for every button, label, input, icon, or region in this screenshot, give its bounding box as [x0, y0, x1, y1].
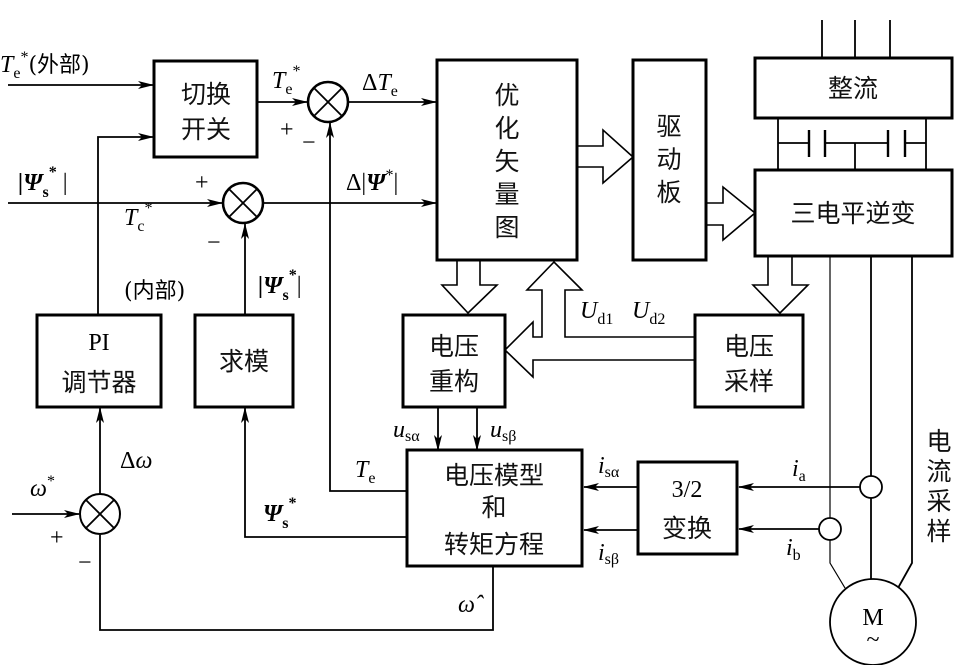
label-omega-ref: ω* — [30, 473, 55, 502]
voltage-sampling-block[interactable]: 电压 采样 — [693, 313, 805, 409]
model-label-2: 和 — [481, 493, 506, 522]
current-sampling-char: 流 — [926, 457, 951, 486]
current-sensor-a — [859, 475, 883, 499]
voltage-sample-label-2: 采样 — [724, 367, 774, 396]
wire-omega-hat — [99, 535, 494, 631]
label-flux-vector: Ψs* — [263, 495, 296, 532]
wire-tc-ref — [97, 133, 154, 315]
label-flux-magnitude: |Ψs*| — [258, 267, 302, 304]
minus-sign: − — [302, 130, 316, 156]
label-te-ref: Te* — [272, 63, 300, 98]
model-label-3: 转矩方程 — [444, 530, 544, 559]
driver-char: 驱 — [656, 112, 681, 141]
label-ud1: Ud1 — [580, 298, 613, 328]
bus-arrow-optimize-to-driver — [576, 128, 635, 185]
driver-char: 板 — [656, 178, 681, 207]
switch-block[interactable]: 切换 开关 — [152, 59, 259, 159]
switch-label-1: 切换 — [181, 80, 231, 109]
current-sampling-char: 采 — [926, 487, 951, 516]
label-delta-omega: Δω — [120, 448, 152, 474]
bus-arrow-driver-to-inverter — [705, 185, 757, 242]
voltage-sample-label-1: 电压 — [724, 332, 774, 361]
voltage-model-torque-block[interactable]: 电压模型 和 转矩方程 — [405, 448, 584, 568]
voltage-recon-label-1: 电压 — [429, 332, 479, 361]
transform-label-1: 3/2 — [672, 477, 703, 503]
modulus-block[interactable]: 求模 — [193, 313, 295, 409]
label-omega-hat: ω̂ — [458, 592, 484, 618]
motor-lead-c — [897, 256, 913, 589]
driver-board-block[interactable]: 驱 动 板 — [631, 58, 708, 262]
capacitor-bank — [777, 118, 927, 170]
wires — [8, 20, 927, 631]
motor[interactable]: M ~ — [829, 578, 917, 665]
current-sensor-b — [818, 517, 842, 541]
switch-label-2: 开关 — [181, 115, 231, 144]
bus-arrows — [440, 128, 810, 379]
torque-summing-junction — [306, 80, 350, 124]
pi-sublabel: 调节器 — [61, 368, 136, 397]
minus-sign: − — [207, 230, 221, 256]
bus-arrow-inverter-to-sample — [751, 255, 810, 315]
label-internal-note: (内部) — [124, 279, 185, 304]
pi-controller-block[interactable]: PI 调节器 — [35, 313, 163, 409]
motor-lead-b — [829, 256, 846, 589]
current-sampling-char: 样 — [926, 517, 951, 546]
voltage-recon-label-2: 重构 — [429, 367, 479, 396]
current-sampling-char: 电 — [926, 427, 951, 456]
label-flux-ref: |Ψs* | — [18, 164, 68, 201]
flux-summing-junction — [221, 181, 265, 225]
bus-arrow-sample-to-recon-and-optimize — [503, 260, 696, 379]
wire-flux-feedback — [241, 407, 407, 538]
plus-sign: + — [195, 170, 209, 196]
optimize-char: 矢 — [494, 147, 519, 176]
label-ud2: Ud2 — [632, 298, 665, 328]
label-te: Te — [355, 457, 375, 487]
rectifier-block[interactable]: 整流 — [753, 56, 954, 120]
label-delta-te: ΔTe — [362, 70, 398, 100]
minus-sign: − — [78, 550, 92, 576]
voltage-reconstruction-block[interactable]: 电压 重构 — [401, 313, 507, 409]
label-is-alpha: isα — [598, 453, 620, 481]
optimize-char: 优 — [494, 81, 519, 110]
plus-sign: + — [280, 117, 294, 143]
motor-ac-symbol: ~ — [867, 627, 880, 653]
label-is-beta: isβ — [598, 540, 619, 568]
label-delta-flux: Δ|Ψ*| — [346, 167, 398, 196]
optimize-vector-block[interactable]: 优 化 矢 量 图 — [435, 58, 579, 262]
driver-char: 动 — [656, 145, 681, 174]
modulus-label: 求模 — [219, 347, 269, 376]
transform-label-2: 变换 — [662, 514, 712, 543]
inverter-block[interactable]: 三电平逆变 — [753, 168, 954, 258]
rectifier-label: 整流 — [828, 74, 878, 103]
speed-summing-junction — [79, 493, 121, 535]
pi-label: PI — [88, 330, 109, 356]
label-ia: ia — [792, 456, 806, 485]
transform-32-block[interactable]: 3/2 变换 — [636, 460, 739, 556]
label-ib: ib — [786, 535, 801, 564]
bus-arrow-optimize-to-recon — [440, 259, 499, 315]
optimize-char: 图 — [494, 213, 519, 242]
optimize-char: 量 — [494, 180, 519, 209]
label-te-external: Te*(外部) — [0, 49, 90, 82]
inverter-label: 三电平逆变 — [790, 199, 915, 228]
current-sampling-label: 电 流 采 样 — [926, 427, 951, 546]
motor-label: M — [862, 605, 883, 631]
model-label-1: 电压模型 — [444, 461, 544, 490]
label-tc-ref: Tc* — [124, 200, 152, 235]
wire-te-feedback — [326, 122, 407, 492]
ac-supply-symbol: ~ — [846, 0, 859, 12]
label-us-alpha: usα — [393, 417, 420, 445]
optimize-char: 化 — [494, 114, 519, 143]
label-us-beta: usβ — [490, 417, 516, 445]
plus-sign: + — [50, 525, 64, 551]
